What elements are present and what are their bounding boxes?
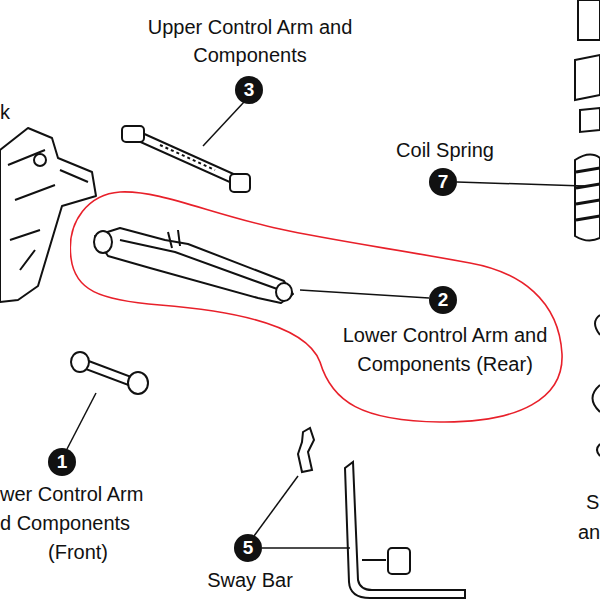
- sway-bar: [298, 428, 465, 598]
- callout-number: 7: [429, 168, 457, 196]
- right-edge-parts: [593, 315, 600, 456]
- callout-text: 1: [48, 448, 76, 476]
- frame-crossmember: [0, 128, 96, 302]
- part-name: k: [0, 98, 30, 126]
- leader-lines: [67, 102, 584, 548]
- part-name: an: [578, 518, 600, 546]
- spring-coil: [575, 154, 600, 240]
- rear-arm-body: [95, 228, 293, 303]
- spring-top: [578, 0, 600, 40]
- part-name: Sway Bar: [190, 566, 310, 594]
- red-outline: [70, 188, 565, 424]
- frame-hole: [34, 154, 46, 166]
- part-name: d Components: [0, 509, 170, 537]
- part-name: wer Control Arm: [0, 480, 170, 508]
- upper-arm-rod: [136, 132, 238, 184]
- sway-bar-link: [298, 428, 314, 472]
- sway-bar-rod: [345, 462, 465, 598]
- callout-text: 2: [429, 286, 457, 314]
- frame-detail: [8, 150, 88, 270]
- highlight-outline: Lower Control Arm and Components (Rear) 2: [70, 188, 565, 424]
- part-name: S: [586, 488, 600, 516]
- edge-part: [597, 444, 600, 456]
- callout-text: 5: [234, 534, 262, 562]
- part-name: Upper Control Arm and Components: [140, 13, 360, 69]
- callout-number: 2: [429, 286, 457, 314]
- leader-line: [67, 393, 96, 449]
- callout-number: 3: [235, 76, 263, 104]
- upper-arm-bushing: [230, 174, 250, 192]
- callout-text: 7: [429, 168, 457, 196]
- red-outline-path: [70, 192, 562, 422]
- part-name: (Front): [28, 538, 128, 566]
- upper-arm-bushing: [122, 126, 144, 142]
- leader-line: [300, 290, 429, 298]
- spring-turns: [576, 168, 600, 220]
- edge-part: [595, 315, 600, 335]
- part-name: Lower Control Arm and Components (Rear): [335, 321, 555, 379]
- sway-bar-bushing: [388, 548, 410, 574]
- edge-part: [593, 385, 600, 412]
- callout-number: 1: [48, 448, 76, 476]
- front-arm-rod: [83, 360, 134, 386]
- leader-line: [203, 102, 244, 146]
- frame-body: [0, 128, 96, 302]
- rear-arm-bushing: [94, 231, 112, 253]
- leader-line: [254, 476, 298, 536]
- spring-mount: [575, 55, 600, 100]
- front-arm-bushing: [128, 372, 148, 394]
- rear-arm-bushing: [276, 283, 292, 301]
- leader-line: [262, 547, 350, 549]
- spring-isolator: [580, 108, 600, 132]
- coil-spring: [575, 0, 600, 241]
- callout-text: 3: [235, 76, 263, 104]
- upper-arm-detail: [160, 145, 215, 170]
- front-arm-bushing: [71, 352, 89, 372]
- rear-arm-detail: [120, 230, 280, 290]
- part-name: Coil Spring: [375, 136, 515, 164]
- lower-control-arm-front: [71, 352, 148, 394]
- lower-control-arm-rear: [94, 228, 293, 303]
- upper-control-arm: [122, 126, 250, 192]
- callout-number: 5: [234, 534, 262, 562]
- bushing-leader: [362, 559, 386, 561]
- leader-line: [457, 182, 584, 186]
